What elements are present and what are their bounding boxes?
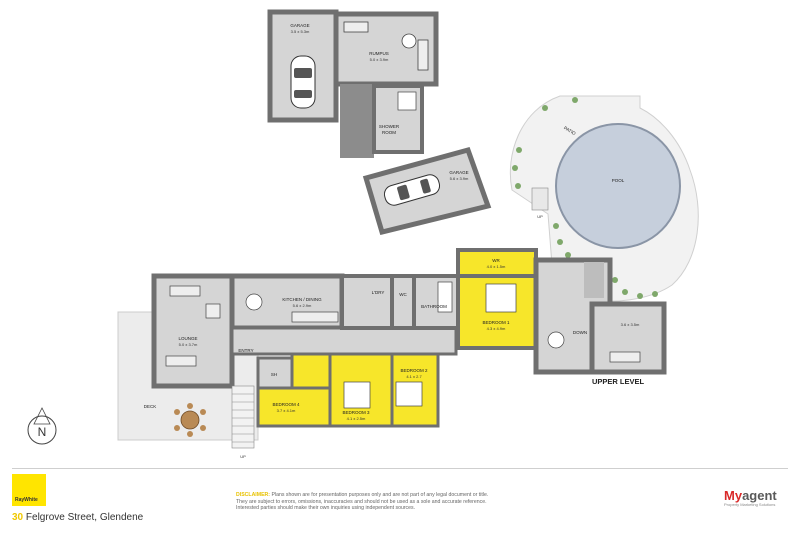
bedroom-4-lower — [256, 386, 332, 428]
pool — [555, 123, 681, 249]
north-arrow-icon: N — [27, 407, 57, 445]
sh-label: SH — [271, 372, 277, 377]
disclaimer-line-1: Plans shown are for presentation purpose… — [271, 492, 489, 498]
entry-stairs — [231, 385, 255, 449]
disclaimer-line-3: Interested parties should make their own… — [236, 505, 416, 512]
wr-label: WR — [492, 258, 500, 263]
bedroom3-dims: 4.1 x 2.5m — [347, 416, 366, 421]
entry-label: ENTRY — [238, 348, 253, 353]
pool-area: POOL PATIO UP — [509, 95, 699, 302]
footer-divider — [12, 468, 788, 469]
bathroom-label: BATHROOM — [421, 304, 447, 309]
disclaimer-line-2: They are subject to errors, omissions, i… — [236, 498, 487, 505]
shrubs — [512, 97, 658, 299]
wr-room — [456, 248, 538, 278]
bedroom4-dims: 3.7 x 4.1m — [277, 408, 296, 413]
patio-label: PATIO — [563, 125, 577, 136]
deck-label: DECK — [144, 404, 157, 409]
bedroom4-label: BEDROOM 4 — [272, 402, 300, 407]
bedroom2-dims: 4.1 x 2.7 — [406, 374, 422, 379]
myagent-logo: Myagent Property Marketing Solutions — [724, 488, 777, 507]
shower-label-2: ROOM — [382, 130, 396, 135]
main-house: DECK LOUNGE 5.0 x 3.7m KITCHEN / DINING … — [117, 248, 667, 459]
address-number: 30 — [12, 512, 24, 523]
car-side-icon — [383, 174, 441, 206]
address-street: Felgrove Street, Glendene — [25, 512, 144, 523]
upper-block: GARAGE 3.5 x 5.3m RUMPUS 5.0 x 3.9m SHOW… — [267, 9, 492, 235]
bedroom1-dims: 4.3 x 4.9m — [487, 326, 506, 331]
garage-side-dims: 5.6 x 3.9m — [450, 176, 469, 181]
myagent-brand-agent: agent — [742, 488, 777, 503]
myagent-tagline: Property Marketing Solutions — [724, 502, 776, 507]
wc — [390, 274, 416, 330]
up-label-pool: UP — [537, 214, 543, 219]
bedroom2-label: BEDROOM 2 — [400, 368, 428, 373]
outdoor-table-icon — [174, 403, 206, 437]
rumpus-dims: 5.0 x 3.9m — [370, 57, 389, 62]
kitchen-dims: 5.6 x 2.9m — [293, 303, 312, 308]
lounge-dims: 5.0 x 3.7m — [179, 342, 198, 347]
raywhite-logo-text: RayWhite — [15, 497, 38, 503]
bedroom3-label: BEDROOM 3 — [342, 410, 370, 415]
laundry — [340, 274, 394, 330]
garage-top-label: GARAGE — [290, 23, 309, 28]
lounge-label: LOUNGE — [178, 336, 197, 341]
address: 30 Felgrove Street, Glendene — [12, 512, 143, 523]
shower-label: SHOWER — [379, 124, 400, 129]
family-dims: 3.6 x 3.5m — [621, 322, 640, 327]
car-icon — [290, 55, 316, 109]
garage-top-dims: 3.5 x 5.3m — [291, 29, 310, 34]
wr-dims: 4.0 x 1.5m — [487, 264, 506, 269]
north-label: N — [38, 425, 47, 439]
pool-label: POOL — [612, 178, 625, 183]
disclaimer-head: DISCLAIMER: — [236, 492, 271, 498]
stair-well — [340, 84, 374, 158]
bedroom1-label: BEDROOM 1 — [482, 320, 510, 325]
myagent-brand: Myagent — [724, 488, 777, 503]
disclaimer: DISCLAIMER: Plans shown are for presenta… — [236, 492, 536, 512]
garage-side-label: GARAGE — [449, 170, 468, 175]
upper-level-label: UPPER LEVEL — [592, 377, 645, 386]
rumpus-label: RUMPUS — [369, 51, 389, 56]
raywhite-logo: RayWhite — [12, 474, 46, 506]
up-label-entry: UP — [240, 454, 246, 459]
myagent-brand-my: My — [724, 488, 743, 503]
kitchen-label: KITCHEN / DINING — [282, 297, 322, 302]
down-label: DOWN — [573, 330, 587, 335]
entry-hall — [230, 326, 458, 356]
wc-label: WC — [399, 292, 407, 297]
ldry-label: L'DRY — [372, 290, 385, 295]
